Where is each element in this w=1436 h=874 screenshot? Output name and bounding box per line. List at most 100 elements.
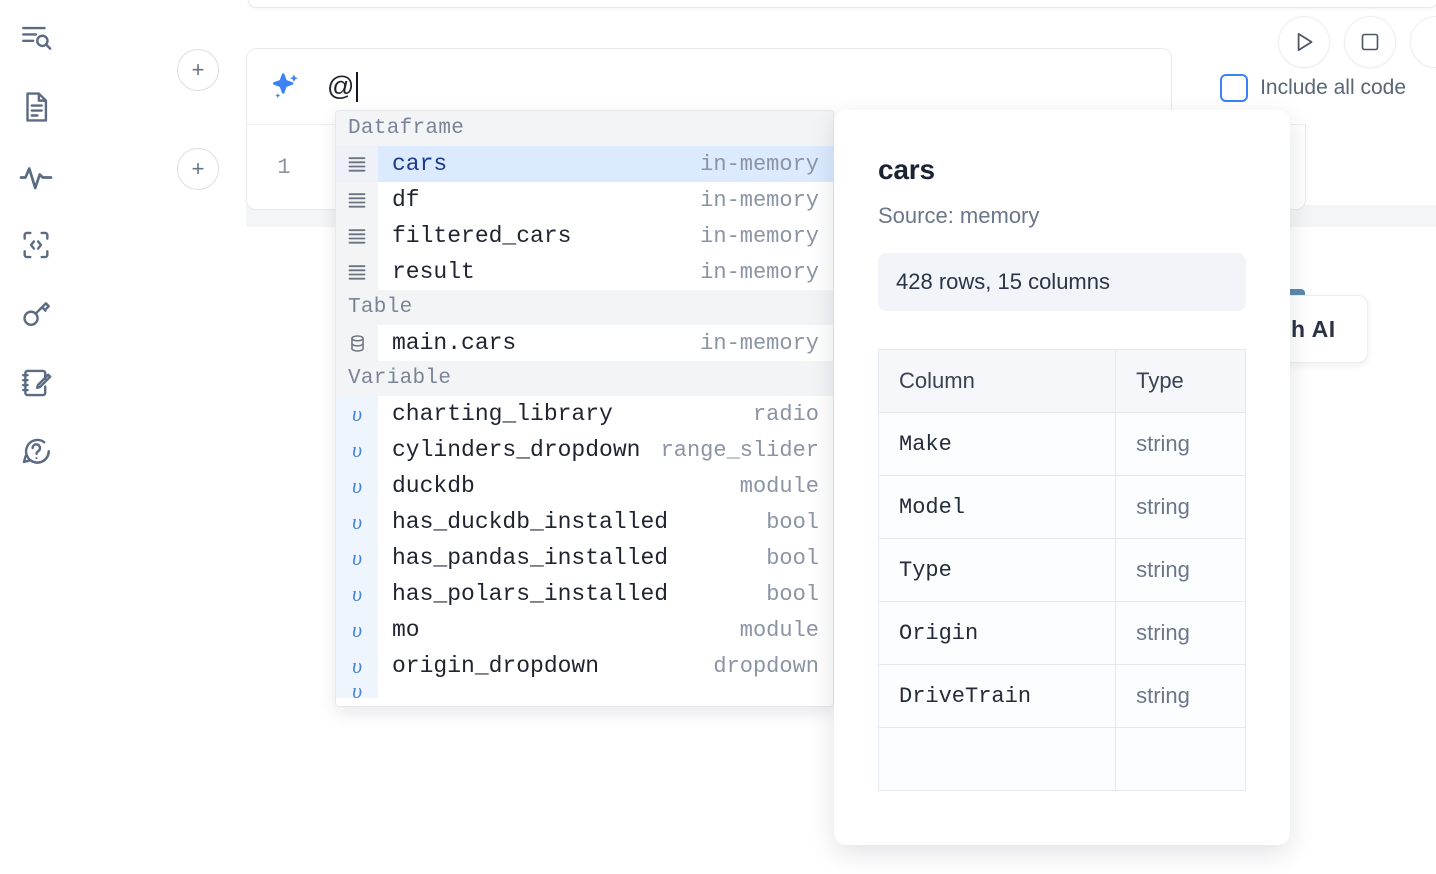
dataframe-icon <box>336 146 378 182</box>
cell-above-clipped <box>248 0 1436 8</box>
autocomplete-item-meta: in-memory <box>700 223 819 249</box>
autocomplete-item-meta: in-memory <box>700 151 819 177</box>
scratchpad-edit-icon[interactable] <box>14 361 58 405</box>
variable-icon: υ <box>336 468 378 504</box>
autocomplete-item-duckdb[interactable]: υ duckdb module <box>336 468 833 504</box>
autocomplete-dropdown[interactable]: Dataframe cars in-memory df in-memory fi… <box>335 110 834 707</box>
snippets-code-icon[interactable] <box>14 223 58 267</box>
autocomplete-item-cylinders-dropdown[interactable]: υ cylinders_dropdown range_slider <box>336 432 833 468</box>
autocomplete-item-mo[interactable]: υ mo module <box>336 612 833 648</box>
info-panel-source: Source: memory <box>878 203 1040 228</box>
autocomplete-item-name: duckdb <box>392 473 475 499</box>
autocomplete-item-meta: dropdown <box>713 653 819 679</box>
autocomplete-group-label: Dataframe <box>336 111 833 146</box>
autocomplete-item-name: charting_library <box>392 401 613 427</box>
autocomplete-item-meta: bool <box>766 581 819 607</box>
variable-icon: υ <box>336 396 378 432</box>
column-header: Column <box>877 349 1117 413</box>
autocomplete-item-name: cylinders_dropdown <box>392 437 641 463</box>
column-name: Type <box>877 538 1117 602</box>
column-type <box>1115 727 1246 791</box>
autocomplete-item-meta: in-memory <box>700 330 819 356</box>
autocomplete-item-name: has_polars_installed <box>392 581 669 607</box>
table-row: Type string <box>877 538 1246 602</box>
column-name: Origin <box>877 601 1117 665</box>
autocomplete-item-charting-library[interactable]: υ charting_library radio <box>336 396 833 432</box>
autocomplete-item-name: main.cars <box>392 330 517 356</box>
add-cell-button-bottom[interactable]: + <box>177 148 219 190</box>
dataframe-icon <box>336 182 378 218</box>
run-button[interactable] <box>1278 16 1330 68</box>
column-name: Model <box>877 475 1117 539</box>
variable-icon: υ <box>336 576 378 612</box>
dataframe-info-panel: cars Source: memory 428 rows, 15 columns… <box>834 110 1290 845</box>
documents-icon[interactable] <box>14 85 58 129</box>
table-row: Origin string <box>877 601 1246 665</box>
autocomplete-item-has-polars-installed[interactable]: υ has_polars_installed bool <box>336 576 833 612</box>
column-type: string <box>1115 412 1246 476</box>
variable-icon: υ <box>336 612 378 648</box>
ai-prompt-input[interactable]: @ <box>327 49 358 124</box>
columns-table: Column Type Make string Model string Typ… <box>877 349 1246 791</box>
autocomplete-item-name: filtered_cars <box>392 223 572 249</box>
autocomplete-item-meta: in-memory <box>700 187 819 213</box>
autocomplete-item-df[interactable]: df in-memory <box>336 182 833 218</box>
autocomplete-item-name: cars <box>392 151 448 177</box>
text-caret <box>355 71 358 102</box>
autocomplete-item-meta: module <box>739 617 819 643</box>
autocomplete-item-meta: in-memory <box>700 259 819 285</box>
column-type: string <box>1115 601 1246 665</box>
variable-icon: υ <box>336 684 378 698</box>
autocomplete-item-meta: bool <box>766 509 819 535</box>
column-type: string <box>1115 538 1246 602</box>
explore-search-icon[interactable] <box>14 16 58 60</box>
table-db-icon <box>336 325 378 361</box>
left-icon-rail <box>0 0 72 874</box>
autocomplete-group-label: Table <box>336 290 833 325</box>
autocomplete-item-name: result <box>392 259 475 285</box>
column-type: string <box>1115 664 1246 728</box>
add-cell-button-top[interactable]: + <box>177 49 219 91</box>
type-header: Type <box>1115 349 1246 413</box>
table-row: Make string <box>877 412 1246 476</box>
run-controls <box>1278 16 1436 68</box>
activity-icon[interactable] <box>14 154 58 198</box>
dataframe-icon <box>336 218 378 254</box>
autocomplete-item-cars[interactable]: cars in-memory <box>336 146 833 182</box>
autocomplete-item-has-duckdb-installed[interactable]: υ has_duckdb_installed bool <box>336 504 833 540</box>
dataframe-icon <box>336 254 378 290</box>
ai-prompt-value: @ <box>327 71 355 101</box>
sparkles-icon <box>269 70 303 104</box>
autocomplete-item-result[interactable]: result in-memory <box>336 254 833 290</box>
help-chat-icon[interactable] <box>14 430 58 474</box>
autocomplete-group-label: Variable <box>336 361 833 396</box>
line-number: 1 <box>277 154 291 180</box>
column-name: DriveTrain <box>877 664 1117 728</box>
include-all-code-checkbox[interactable] <box>1220 74 1249 102</box>
autocomplete-item-main-cars[interactable]: main.cars in-memory <box>336 325 833 361</box>
variable-icon: υ <box>336 540 378 576</box>
info-panel-shape: 428 rows, 15 columns <box>878 253 1246 311</box>
autocomplete-item-name: mo <box>392 617 420 643</box>
autocomplete-item-clipped[interactable]: υ <box>336 684 833 698</box>
include-all-code-row[interactable]: Include all code <box>1220 74 1406 102</box>
table-row: DriveTrain string <box>877 664 1246 728</box>
autocomplete-item-filtered-cars[interactable]: filtered_cars in-memory <box>336 218 833 254</box>
autocomplete-item-meta: module <box>739 473 819 499</box>
secrets-key-icon[interactable] <box>14 292 58 336</box>
more-controls-button[interactable] <box>1410 16 1436 68</box>
stop-button[interactable] <box>1344 16 1396 68</box>
variable-icon: υ <box>336 648 378 684</box>
autocomplete-item-origin-dropdown[interactable]: υ origin_dropdown dropdown <box>336 648 833 684</box>
info-panel-title: cars <box>878 154 935 185</box>
table-header-row: Column Type <box>877 349 1246 413</box>
autocomplete-item-name: origin_dropdown <box>392 653 600 679</box>
generate-with-ai-card[interactable]: h AI <box>1282 295 1368 363</box>
variable-icon: υ <box>336 504 378 540</box>
include-all-code-label: Include all code <box>1260 76 1406 99</box>
table-row: Model string <box>877 475 1246 539</box>
autocomplete-item-has-pandas-installed[interactable]: υ has_pandas_installed bool <box>336 540 833 576</box>
table-row-clipped <box>877 727 1246 791</box>
column-name: Make <box>877 412 1117 476</box>
